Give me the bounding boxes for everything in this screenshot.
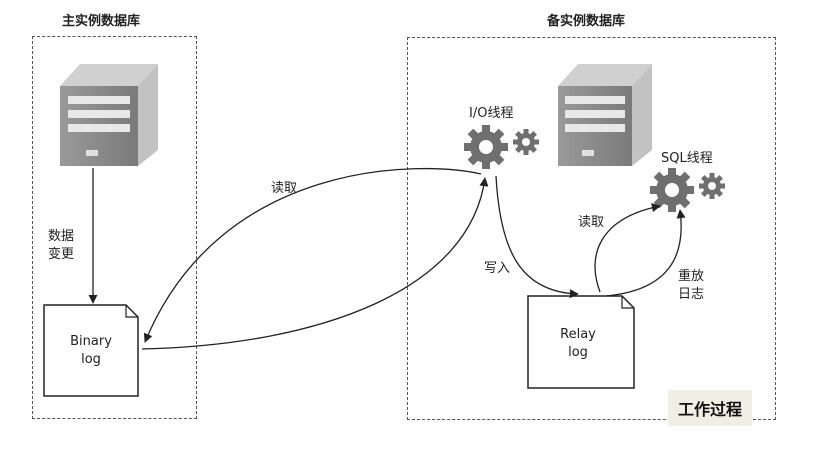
- primary-server-icon: [60, 64, 158, 166]
- data-change-label: 数据 变更: [48, 229, 75, 262]
- sql-thread-gear-icon: [650, 168, 725, 212]
- io-thread-gear-icon: [464, 125, 539, 169]
- binlog-to-io-arrow: [141, 177, 489, 350]
- sql-read-arrow: [594, 203, 661, 293]
- replay-log-arrow: [605, 209, 686, 297]
- standby-server-icon: [558, 64, 652, 166]
- relay-log-label: Relay log: [560, 327, 596, 360]
- io-read-label: 读取: [271, 181, 298, 196]
- standby-instance-title: 备实例数据库: [547, 14, 626, 29]
- sql-read-label: 读取: [578, 215, 605, 230]
- standby-instance-region: [407, 37, 776, 420]
- primary-instance-title: 主实例数据库: [62, 14, 141, 29]
- primary-instance-region: [32, 36, 197, 419]
- binary-log-label: Binary log: [70, 334, 112, 367]
- binary-log-document-icon: [43, 304, 139, 397]
- sql-thread-label: SQL线程: [661, 151, 713, 166]
- replay-log-label: 重放 日志: [678, 269, 705, 302]
- io-thread-label: I/O线程: [469, 106, 514, 121]
- io-write-arrow: [495, 175, 579, 299]
- write-label: 写入: [484, 261, 511, 276]
- workflow-badge: 工作过程: [668, 390, 753, 426]
- io-read-arrow: [143, 167, 482, 343]
